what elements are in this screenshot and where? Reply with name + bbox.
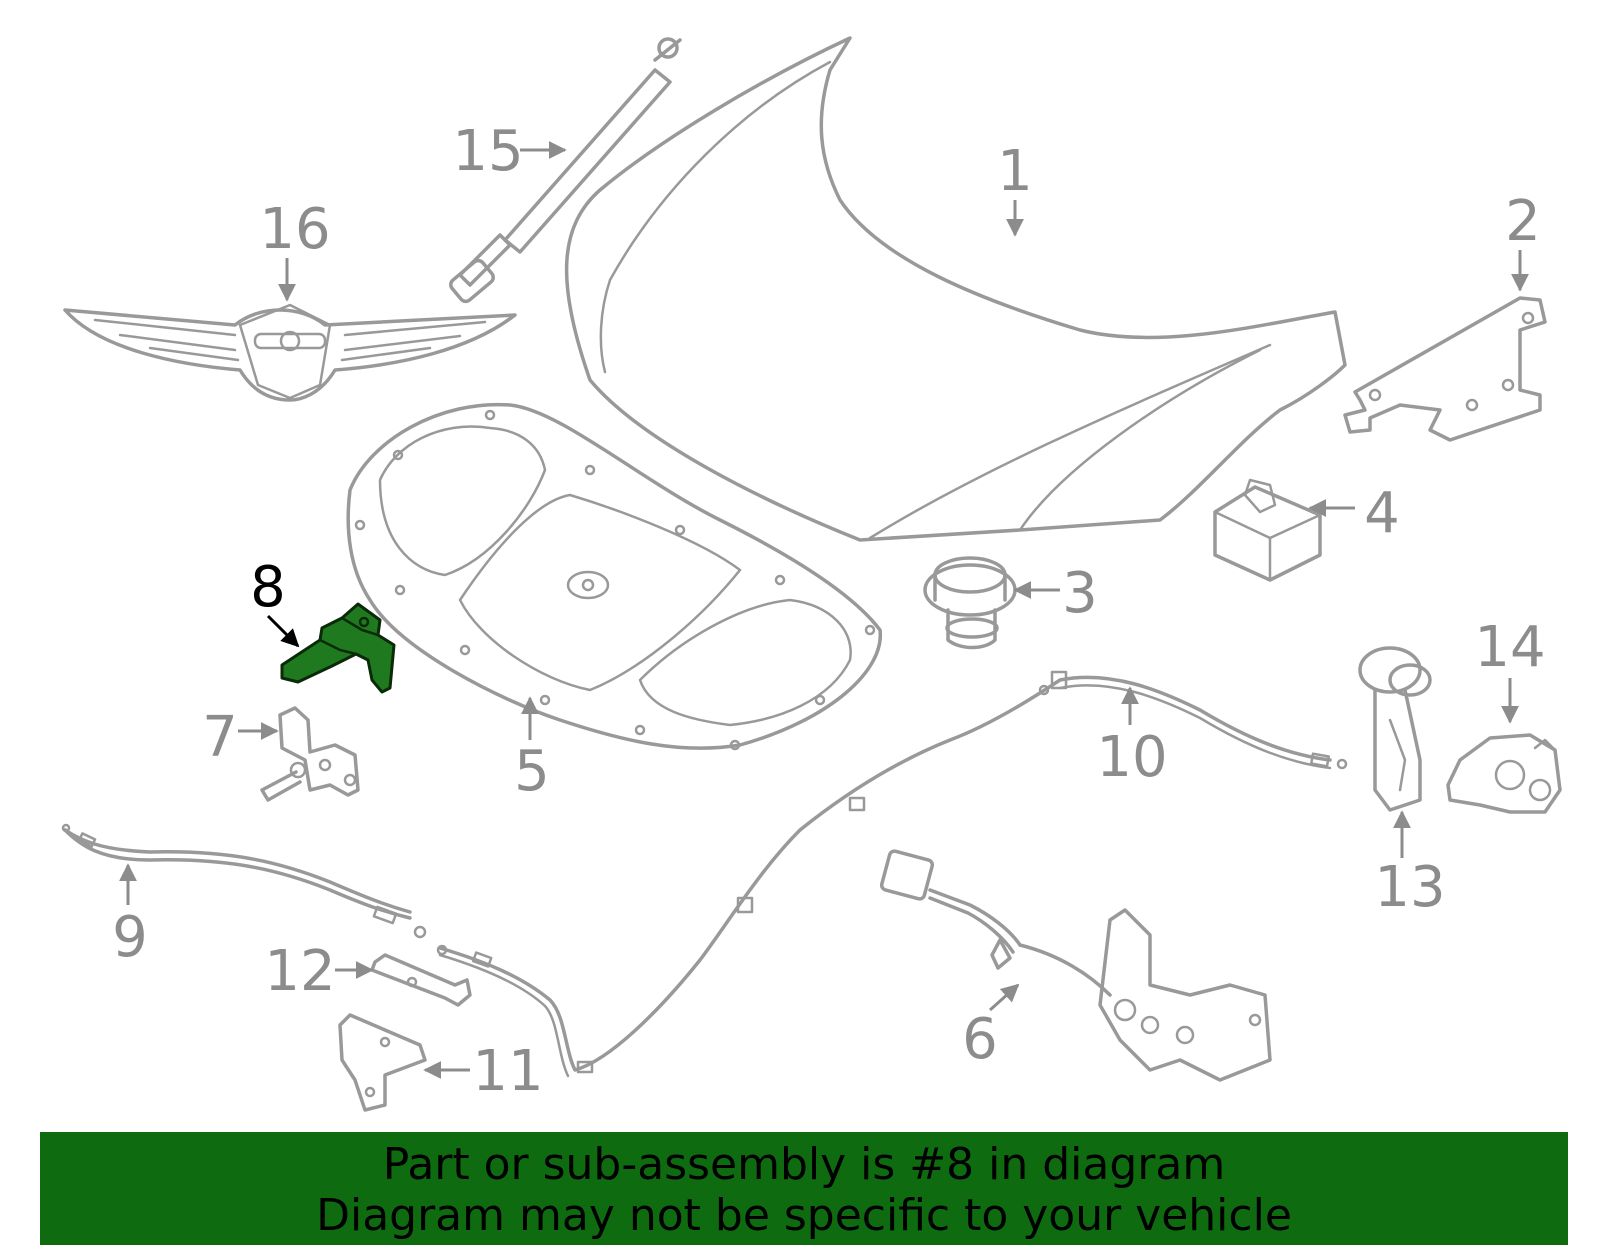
callout-4: 4 <box>1364 481 1400 546</box>
actuator-part-14 <box>1446 733 1562 814</box>
bracket-part-7 <box>260 706 360 802</box>
callout-2: 2 <box>1505 189 1541 254</box>
callout-5: 5 <box>514 739 550 804</box>
grommet-part-3 <box>923 556 1017 650</box>
callout-7: 7 <box>202 705 238 770</box>
bracket-part-12 <box>370 953 472 1007</box>
callout-14: 14 <box>1474 615 1545 680</box>
callout-12: 12 <box>264 939 335 1004</box>
banner-line-1: Part or sub-assembly is #8 in diagram <box>382 1139 1226 1190</box>
callout-3: 3 <box>1062 561 1098 626</box>
banner-line-2: Diagram may not be specific to your vehi… <box>316 1190 1292 1241</box>
bracket-part-8 <box>280 602 396 694</box>
bracket-part-11 <box>338 1013 427 1112</box>
callouts: 1 2 3 4 5 6 7 8 9 10 11 12 13 14 15 16 <box>112 119 1545 1104</box>
callout-16: 16 <box>259 197 330 262</box>
callout-6: 6 <box>962 1007 998 1072</box>
strut-part-15 <box>449 37 682 304</box>
handle-part-13 <box>1358 646 1432 812</box>
cable-part-9 <box>61 823 427 939</box>
callout-11: 11 <box>472 1039 543 1104</box>
hinge-part-2 <box>1343 296 1547 442</box>
callout-1: 1 <box>997 139 1033 204</box>
emblem-part-16 <box>63 303 517 402</box>
callout-15: 15 <box>452 119 523 184</box>
latch-part-6 <box>879 849 1272 1082</box>
insulator-part-5 <box>346 402 882 751</box>
callout-9: 9 <box>112 905 148 970</box>
info-banner: Part or sub-assembly is #8 in diagram Di… <box>40 1132 1568 1245</box>
callout-13: 13 <box>1374 855 1445 920</box>
bumper-part-4 <box>1213 478 1322 582</box>
callout-8: 8 <box>250 555 286 620</box>
cable-part-10 <box>436 670 1348 1078</box>
callout-10: 10 <box>1096 725 1167 790</box>
hood-part-1 <box>564 36 1347 542</box>
